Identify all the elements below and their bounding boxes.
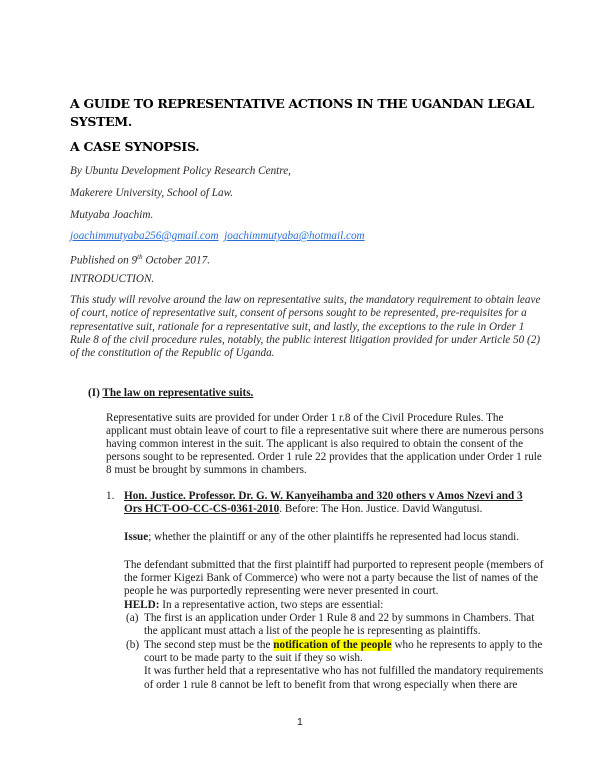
step-label: (b) — [126, 639, 140, 651]
subtitle: A Case Synopsis. — [70, 139, 200, 154]
institution: Makerere University, School of Law. — [70, 187, 234, 199]
email-link-hotmail[interactable]: joachimmutyaba@hotmail.com — [224, 230, 365, 242]
published-suffix: October 2017. — [142, 254, 211, 267]
email-link-gmail[interactable]: joachimmutyaba256@gmail.com — [70, 230, 219, 242]
step-line: The first is an application under Order … — [144, 612, 535, 624]
issue-text: ; whether the plaintiff or any of the ot… — [148, 531, 520, 543]
section-line: having common interest in the suit. The … — [106, 438, 524, 450]
introduction-heading: INTRODUCTION. — [70, 273, 155, 285]
further-line: It was further held that a representativ… — [144, 665, 544, 677]
page-number: 1 — [297, 716, 303, 728]
case-issue: Issue; whether the plaintiff or any of t… — [124, 531, 519, 544]
section-line: Representative suits are provided for un… — [106, 412, 504, 424]
section-line: persons sought to be represented. Order … — [106, 451, 542, 463]
author: Mutyaba Joachim. — [70, 209, 154, 221]
highlighted-text: notification of the people — [273, 639, 392, 651]
step-text: The second step must be the — [144, 639, 274, 651]
case-title-line-1: Hon. Justice. Professor. Dr. G. W. Kanye… — [124, 490, 523, 502]
case-judge: . Before: The Hon. Justice. David Wangut… — [279, 503, 483, 515]
held-label: HELD: — [124, 599, 160, 611]
step-line: court to be made party to the suit if th… — [144, 652, 363, 664]
held-text: In a representative action, two steps ar… — [159, 599, 384, 611]
byline: By Ubuntu Development Policy Research Ce… — [70, 165, 291, 177]
intro-line: of court, notice of representative suit,… — [70, 307, 527, 319]
title-line-2: System. — [70, 114, 132, 129]
intro-line: representative suit, rationale for a rep… — [70, 321, 525, 333]
section-line: applicant must obtain leave of court to … — [106, 425, 544, 437]
intro-line: Rule 8 of the civil procedure rules, not… — [70, 334, 541, 346]
published-prefix: Published on 9 — [70, 254, 138, 267]
section-number: (I) — [88, 387, 100, 399]
facts-line: The defendant submitted that the first p… — [124, 559, 544, 571]
intro-line: This study will revolve around the law o… — [70, 294, 541, 306]
step-line: The second step must be the notification… — [144, 639, 542, 652]
published-sup: th — [137, 253, 143, 261]
case-title-line-2: Ors HCT-OO-CC-CS-0361-2010. Before: The … — [124, 503, 482, 516]
case-number: 1. — [106, 490, 115, 502]
emails: joachimmutyaba256@gmail.com joachimmutya… — [70, 230, 365, 243]
held-line: HELD: In a representative action, two st… — [124, 599, 383, 612]
further-line: of order 1 rule 8 cannot be left to bene… — [144, 679, 518, 691]
section-line: 8 must be brought by summons in chambers… — [106, 464, 307, 476]
case-citation: Ors HCT-OO-CC-CS-0361-2010 — [124, 503, 280, 515]
section-title: The law on representative suits. — [102, 387, 254, 399]
section-heading: (I) The law on representative suits. — [88, 387, 253, 400]
facts-line: the former Kigezi Bank of Commerce) who … — [124, 572, 539, 584]
intro-line: of the constitution of the Republic of U… — [70, 347, 275, 359]
issue-label: Issue — [124, 531, 149, 543]
facts-line: people he was purportedly representing w… — [124, 585, 439, 597]
title-line-1: A Guide to Representative Actions in the… — [70, 96, 534, 111]
step-text: who he represents to apply to the — [391, 639, 543, 651]
step-label: (a) — [126, 612, 139, 624]
step-line: the applicant must attach a list of the … — [144, 625, 481, 637]
published-date: Published on 9th October 2017. — [70, 251, 210, 268]
